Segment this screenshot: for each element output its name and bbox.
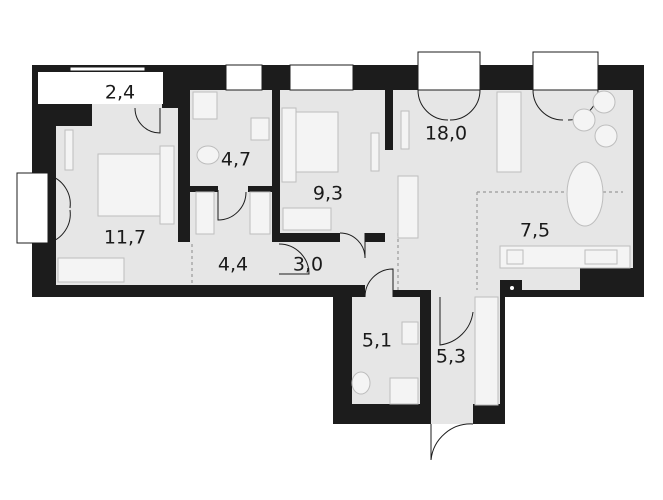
shower-lower <box>389 377 419 405</box>
bathroom-lower-door-gap <box>365 284 393 298</box>
area-label-bathroom-lower: 5,1 <box>362 330 392 352</box>
balcony-window <box>69 66 146 72</box>
door-balcony[interactable] <box>134 107 161 134</box>
armchair-1 <box>592 90 616 114</box>
window-bedroom-small <box>289 64 354 91</box>
area-label-kitchen: 7,5 <box>520 220 550 242</box>
entrance-door[interactable] <box>430 423 474 461</box>
area-label-bedroom-large: 11,7 <box>104 227 146 249</box>
window-living-2 <box>532 51 599 91</box>
wardrobe-bedroom <box>57 257 125 283</box>
balcony-door-living-1[interactable] <box>417 89 481 121</box>
wardrobe-living <box>397 175 419 239</box>
window-bathroom <box>225 64 263 91</box>
hall-floor <box>178 242 393 285</box>
door-bathroom-upper[interactable] <box>217 190 247 221</box>
radiator-bedroom-small <box>370 132 380 172</box>
door-corridor[interactable] <box>439 297 474 346</box>
sink-upper <box>250 117 270 141</box>
door-hall[interactable] <box>278 243 310 275</box>
dining-table <box>566 161 604 227</box>
kitchen-column <box>500 280 522 292</box>
wardrobe-corridor <box>474 296 499 406</box>
toilet-lower <box>351 371 371 395</box>
area-label-hall-center: 3,0 <box>293 254 323 276</box>
bed-small <box>295 111 339 173</box>
entrance-door-gap <box>431 404 473 424</box>
door-bedroom-small[interactable] <box>339 232 366 259</box>
column-marker <box>510 286 514 290</box>
area-label-balcony: 2,4 <box>105 82 135 104</box>
sink-lower <box>401 321 419 345</box>
balcony-door-gap <box>92 104 162 110</box>
window-living-1 <box>417 51 481 91</box>
area-label-living-room: 18,0 <box>425 123 467 145</box>
french-door-bedroom[interactable] <box>47 174 71 244</box>
coffee-table <box>572 108 596 132</box>
wall-notch <box>32 104 92 126</box>
radiator-bedroom <box>64 129 74 171</box>
armchair-2 <box>594 124 618 148</box>
living-open-edge <box>385 150 395 290</box>
area-label-bathroom-upper: 4,7 <box>221 149 251 171</box>
bedroom-door-gap <box>340 232 365 244</box>
area-label-entrance-corridor: 5,3 <box>436 346 466 368</box>
window-bedroom-large <box>16 172 49 244</box>
wardrobe-hall-2 <box>249 191 271 235</box>
door-bathroom-lower[interactable] <box>364 268 394 298</box>
nightstands <box>159 145 175 225</box>
bed-large <box>97 153 161 217</box>
area-label-bedroom-small: 9,3 <box>313 183 343 205</box>
nightstands-small <box>281 107 297 183</box>
bathroom-door-gap <box>218 185 248 193</box>
area-label-hall-left: 4,4 <box>218 254 248 276</box>
shower-upper <box>192 91 218 120</box>
kitchen-sink <box>506 249 524 265</box>
kitchen-wall-block <box>580 268 633 290</box>
zone-dividers <box>191 191 623 290</box>
toilet-upper <box>196 145 220 165</box>
sofa <box>496 91 522 173</box>
wardrobe-hall-1 <box>195 191 215 235</box>
wardrobe-bedroom-small <box>282 207 332 231</box>
stove <box>584 249 618 265</box>
balcony-floor <box>38 72 163 104</box>
radiator-living <box>400 110 410 150</box>
